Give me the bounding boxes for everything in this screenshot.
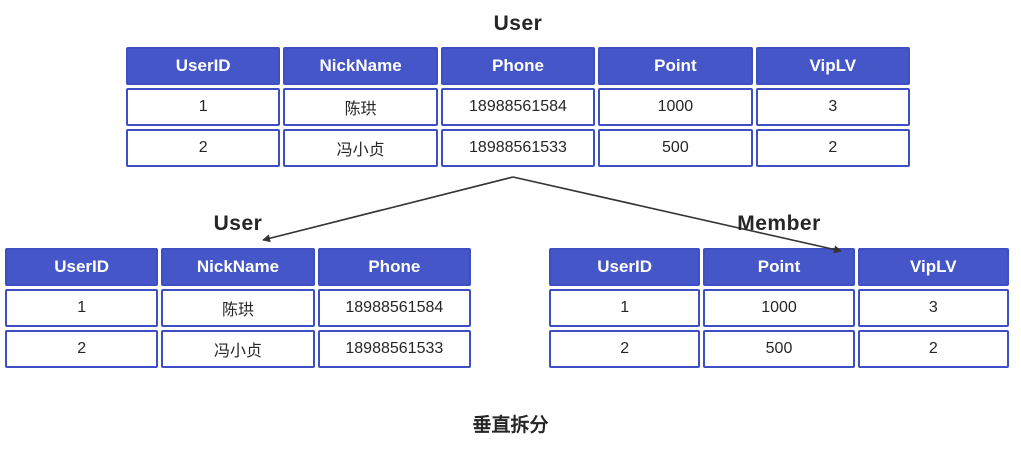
data-cell: 2 <box>755 129 910 167</box>
data-cell: 1 <box>549 289 701 327</box>
table-row: 1 陈珙 18988561584 <box>5 289 471 327</box>
data-cell: 3 <box>857 289 1009 327</box>
header-cell-viplv: VipLV <box>755 47 910 85</box>
data-cell: 陈珙 <box>161 289 315 327</box>
split-left-table-title: User <box>213 212 263 235</box>
header-cell-userid: UserID <box>549 248 701 286</box>
split-left-table: UserID NickName Phone 1 陈珙 18988561584 2… <box>2 245 474 371</box>
table-row: 2 冯小贞 18988561533 <box>5 330 471 368</box>
header-cell-userid: UserID <box>126 47 281 85</box>
split-right-table-title: Member <box>737 212 821 235</box>
data-cell: 18988561533 <box>440 129 596 167</box>
split-right-header-row: UserID Point VipLV <box>549 248 1009 286</box>
header-cell-point: Point <box>703 248 855 286</box>
source-header-row: UserID NickName Phone Point VipLV <box>126 47 910 85</box>
data-cell: 1000 <box>598 88 753 126</box>
data-cell: 2 <box>549 330 701 368</box>
table-row: 2 500 2 <box>549 330 1009 368</box>
diagram-caption: 垂直拆分 <box>472 415 549 436</box>
data-cell: 2 <box>857 330 1009 368</box>
header-cell-nickname: NickName <box>283 47 438 85</box>
data-cell: 500 <box>703 330 855 368</box>
table-row: 1 1000 3 <box>549 289 1009 327</box>
header-cell-nickname: NickName <box>161 248 315 286</box>
data-cell: 500 <box>598 129 753 167</box>
data-cell: 3 <box>755 88 910 126</box>
data-cell: 1 <box>5 289 159 327</box>
table-row: 2 冯小贞 18988561533 500 2 <box>126 129 910 167</box>
header-cell-phone: Phone <box>440 47 596 85</box>
table-row: 1 陈珙 18988561584 1000 3 <box>126 88 910 126</box>
data-cell: 18988561584 <box>317 289 471 327</box>
data-cell: 2 <box>5 330 159 368</box>
source-table-block: UserID NickName Phone Point VipLV 1 陈珙 1… <box>123 44 913 170</box>
split-left-table-block: UserID NickName Phone 1 陈珙 18988561584 2… <box>2 245 474 371</box>
data-cell: 1000 <box>703 289 855 327</box>
data-cell: 2 <box>126 129 281 167</box>
split-left-header-row: UserID NickName Phone <box>5 248 471 286</box>
data-cell: 冯小贞 <box>283 129 438 167</box>
header-cell-phone: Phone <box>317 248 471 286</box>
data-cell: 陈珙 <box>283 88 438 126</box>
header-cell-point: Point <box>598 47 753 85</box>
source-table-title: User <box>493 12 543 35</box>
data-cell: 冯小贞 <box>161 330 315 368</box>
source-table: UserID NickName Phone Point VipLV 1 陈珙 1… <box>123 44 913 170</box>
header-cell-userid: UserID <box>5 248 159 286</box>
split-right-table-block: UserID Point VipLV 1 1000 3 2 500 2 <box>546 245 1012 371</box>
split-right-table: UserID Point VipLV 1 1000 3 2 500 2 <box>546 245 1012 371</box>
data-cell: 1 <box>126 88 281 126</box>
header-cell-viplv: VipLV <box>857 248 1009 286</box>
data-cell: 18988561533 <box>317 330 471 368</box>
data-cell: 18988561584 <box>440 88 596 126</box>
